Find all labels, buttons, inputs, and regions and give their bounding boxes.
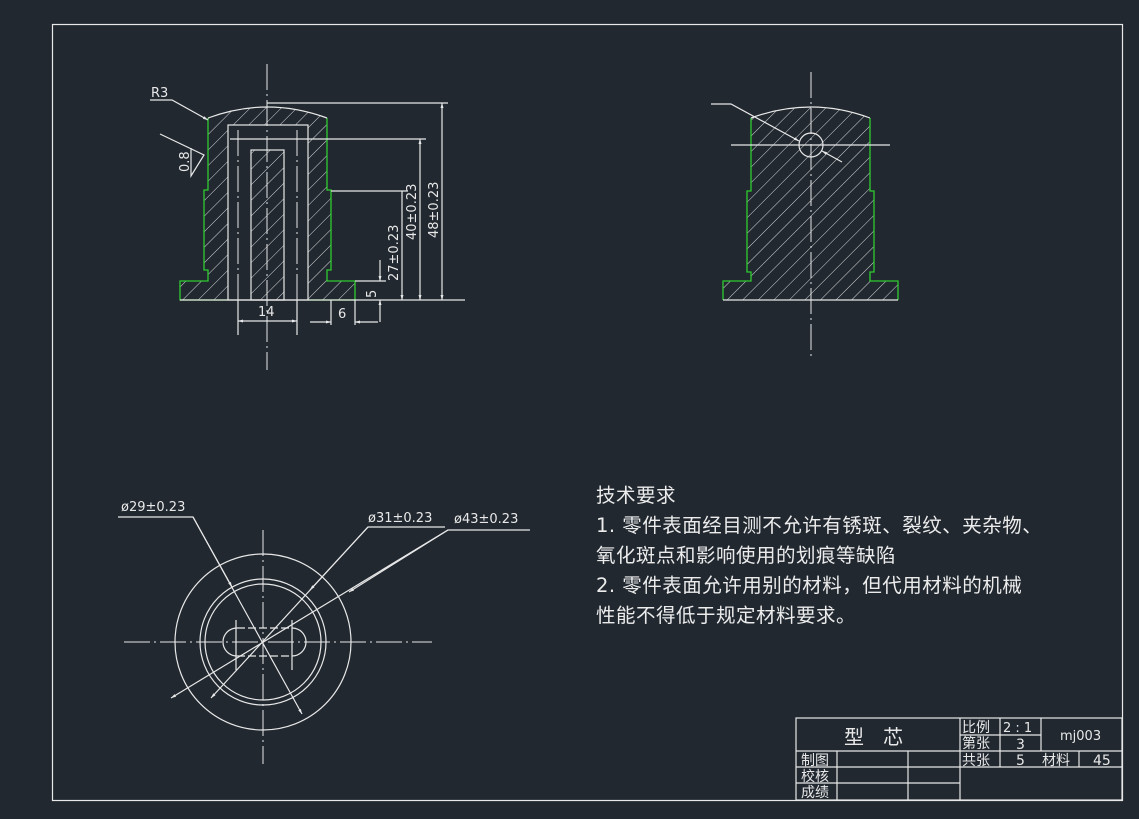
scale-value: 2 : 1	[1003, 721, 1032, 736]
dim-flange-5: 5	[365, 290, 380, 298]
drawing-border	[51, 23, 1124, 802]
dim-width-14: 14	[258, 305, 275, 320]
drawing-number: mj003	[1060, 729, 1101, 744]
grade-label: 成绩	[801, 785, 829, 801]
note-line: 2. 零件表面允许用别的材料，但代用材料的机械	[596, 574, 1023, 597]
part-name: 型 芯	[844, 725, 903, 749]
front-hatch-body	[180, 107, 355, 300]
dim-roughness: 0.8	[178, 151, 193, 172]
dim-height-40: 40±0.23	[405, 184, 420, 240]
sheet-label: 第张	[962, 735, 990, 752]
front-outline-right	[308, 118, 356, 301]
sheet-value: 3	[1016, 737, 1025, 753]
technical-requirements: 技术要求 1. 零件表面经目测不允许有锈斑、裂纹、夹杂物、 氧化斑点和影响使用的…	[596, 481, 1042, 631]
material-value: 45	[1093, 753, 1111, 769]
checked-by-label: 校核	[801, 768, 829, 785]
total-sheets-value: 5	[1016, 753, 1025, 769]
dim-dia-31: ø31±0.23	[368, 511, 432, 526]
dim-height-27: 27±0.23	[387, 225, 402, 281]
note-line: 1. 零件表面经目测不允许有锈斑、裂纹、夹杂物、	[596, 514, 1043, 537]
notes-title: 技术要求	[596, 484, 677, 507]
front-section-view	[150, 64, 465, 370]
scale-label: 比例	[962, 720, 990, 736]
top-view	[118, 516, 530, 764]
front-outline-left	[179, 118, 228, 301]
side-section-view	[711, 72, 899, 358]
dim-r3: R3	[151, 86, 168, 101]
title-block	[795, 717, 1123, 801]
note-line: 性能不得低于规定材料要求。	[596, 604, 857, 627]
drawn-by-label: 制图	[801, 753, 829, 769]
total-sheets-label: 共张	[962, 753, 990, 769]
dim-height-48: 48±0.23	[427, 182, 442, 238]
dim-dia-43: ø43±0.23	[454, 512, 518, 527]
dim-width-6: 6	[338, 307, 346, 322]
note-line: 氧化斑点和影响使用的划痕等缺陷	[596, 544, 897, 567]
dim-dia-29: ø29±0.23	[121, 500, 185, 515]
material-label: 材料	[1042, 753, 1070, 769]
